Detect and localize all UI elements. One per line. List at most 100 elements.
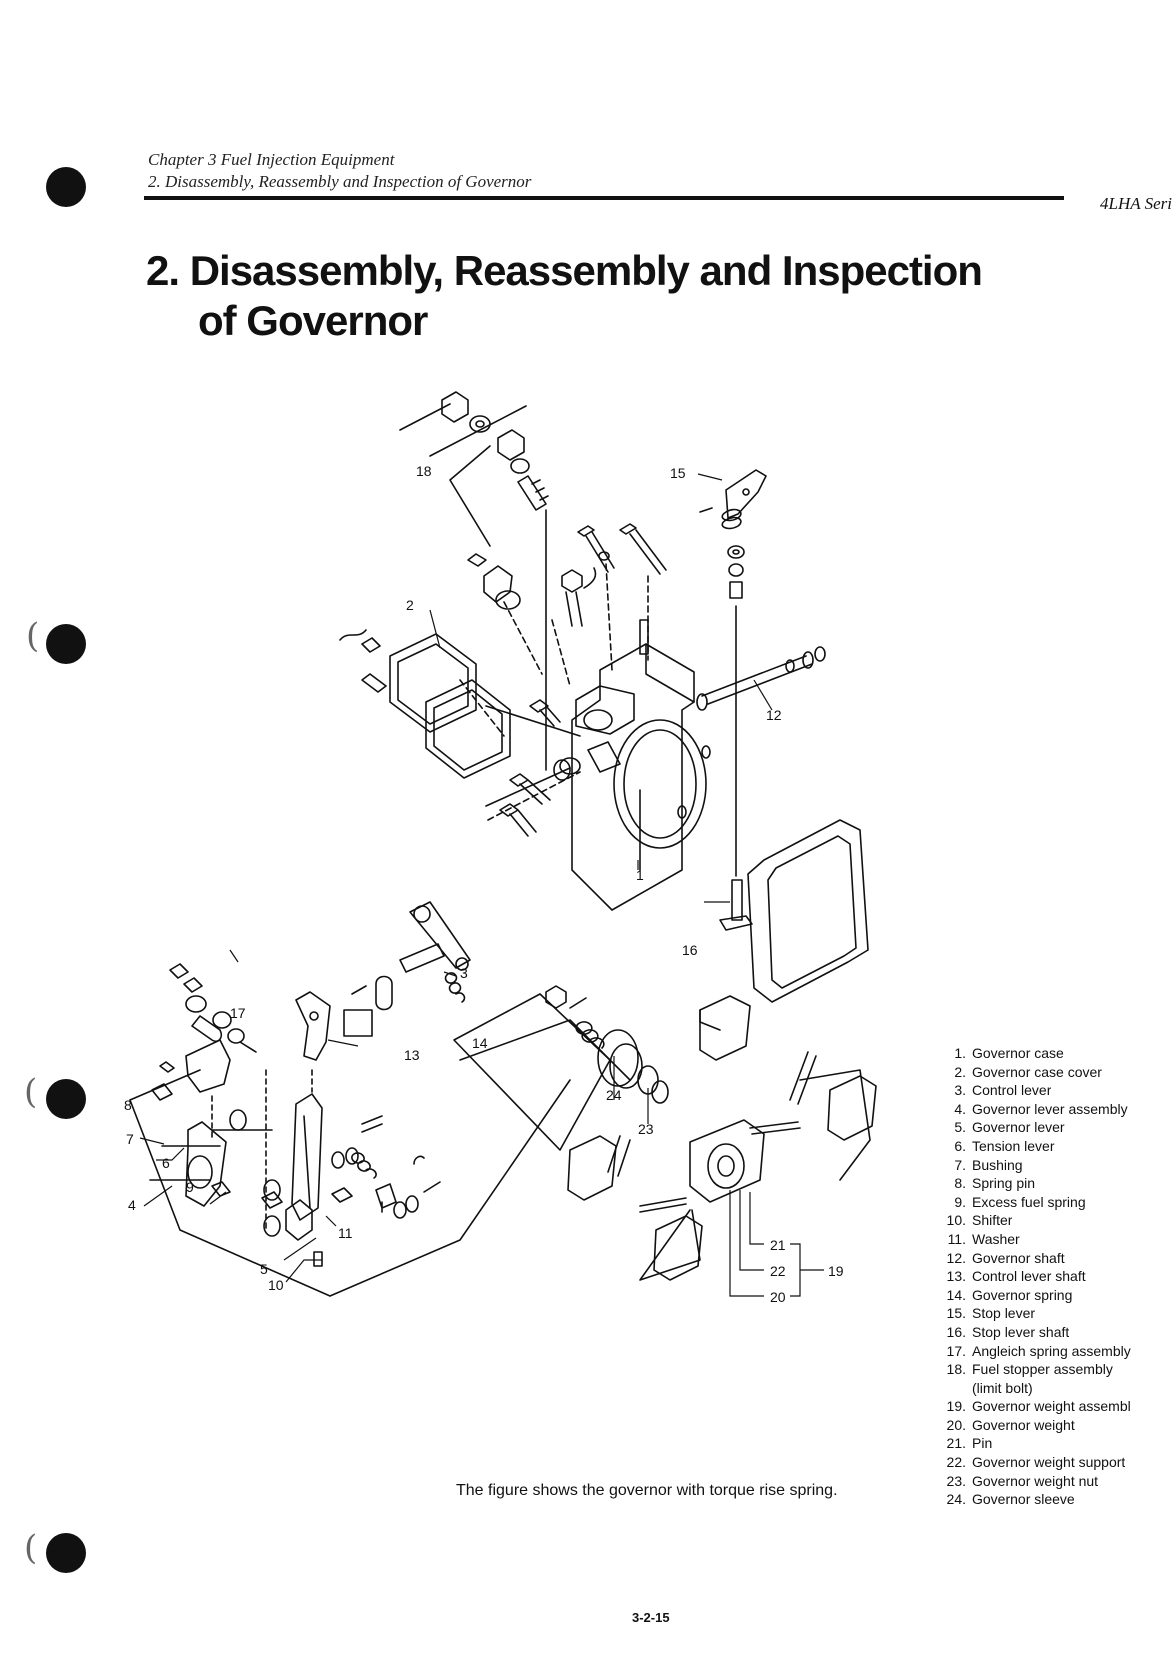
callout-10: 10 [268,1277,284,1293]
callout-20: 20 [770,1289,786,1305]
legend-text: Governor weight [972,1416,1075,1433]
legend-item: 22. Governor weight support [940,1453,1176,1472]
legend-number: 14. [946,1286,966,1303]
legend-text: Excess fuel spring [972,1193,1086,1210]
callout-12: 12 [766,707,782,723]
legend-text: Bushing [972,1156,1023,1173]
series-label: 4LHA Seri [1100,194,1172,213]
legend-text: (limit bolt) [972,1379,1033,1396]
callout-9: 9 [186,1179,194,1195]
legend-number: 7. [954,1156,966,1173]
legend-text: Shifter [972,1212,1013,1229]
punch-hole [46,624,86,664]
legend-number: 23. [946,1472,966,1489]
legend-text: Governor spring [972,1286,1073,1303]
legend-text: Governor case [972,1045,1064,1061]
legend-text: Governor weight assembl [972,1398,1131,1415]
callout-3: 3 [460,965,468,981]
legend-text: Spring pin [972,1175,1036,1192]
punch-hole-mark: ( [26,616,40,656]
legend-text: Tension lever [972,1137,1055,1154]
legend-number: 6. [954,1137,966,1154]
legend-number: 10. [946,1212,966,1229]
callout-6: 6 [162,1155,170,1171]
legend-item: 18.Fuel stopper assembly [940,1360,1176,1379]
callout-17: 17 [230,1005,246,1021]
legend-item: 11. Washer [940,1230,1176,1249]
parts-legend: 1. Governor case 2.Governor case cover 3.… [940,1044,1176,1509]
callout-5: 5 [260,1261,268,1277]
punch-hole [46,167,86,207]
legend-text: Governor sleeve [972,1491,1075,1508]
legend-number: 1. [954,1045,966,1061]
legend-number: 20. [946,1416,966,1433]
legend-item: 8. Spring pin [940,1174,1176,1193]
legend-item: 2.Governor case cover [940,1063,1176,1082]
legend-item: 15.Stop lever [940,1304,1176,1323]
callout-1: 1 [636,867,644,883]
legend-item: 10. Shifter [940,1211,1176,1230]
legend-item: 12. Governor shaft [940,1249,1176,1268]
callout-18: 18 [416,463,432,479]
legend-item: 21. Pin [940,1434,1176,1453]
legend-text: Control lever [972,1082,1052,1099]
legend-text: Governor weight support [972,1454,1126,1471]
legend-item: 9. Excess fuel spring [940,1193,1176,1212]
legend-text: Pin [972,1435,993,1452]
legend-number: 21. [946,1435,966,1452]
callout-21: 21 [770,1237,786,1253]
section-header: 2. Disassembly, Reassembly and Inspectio… [148,172,532,191]
callout-13: 13 [404,1047,420,1063]
legend-number: 12. [946,1249,966,1266]
chapter-header: Chapter 3 Fuel Injection Equipment [148,150,395,169]
legend-item: 6. Tension lever [940,1137,1176,1156]
callout-7: 7 [126,1131,134,1147]
punch-hole-mark: ( [24,1528,38,1568]
callout-16: 16 [682,942,698,958]
legend-item: 16.Stop lever shaft [940,1323,1176,1342]
legend-text: Governor lever [972,1119,1065,1136]
page-title: 2. Disassembly, Reassembly and Inspectio… [146,246,983,346]
legend-item: 19. Governor weight assembl [940,1397,1176,1416]
legend-text: Fuel stopper assembly [972,1361,1113,1378]
legend-number: 17. [946,1342,966,1359]
legend-text: Governor weight nut [972,1472,1099,1489]
legend-number: 24. [946,1491,966,1508]
legend-number: 8. [954,1175,966,1192]
legend-text: Stop lever [972,1305,1036,1322]
callout-24: 24 [606,1087,622,1103]
legend-number: 11. [947,1230,966,1247]
legend-item: 5. Governor lever [940,1118,1176,1137]
page-number: 3-2-15 [632,1610,670,1625]
callout-19: 19 [828,1263,844,1279]
punch-hole-mark: ( [24,1072,38,1112]
legend-text: Governor shaft [972,1249,1065,1266]
governor-weight-group-drawing [453,985,877,1281]
legend-number: 9. [954,1193,966,1210]
legend-item: 4.Governor lever assembly [940,1100,1176,1119]
legend-item: (limit bolt) [940,1379,1176,1398]
callout-22: 22 [770,1263,786,1279]
governor-lever-group-drawing [129,901,631,1297]
governor-case-drawing [559,643,711,911]
legend-item: 24. Governor sleeve [940,1490,1176,1509]
legend-item: 23. Governor weight nut [940,1472,1176,1491]
legend-item: 1. Governor case [940,1044,1176,1063]
callout-15: 15 [670,465,686,481]
header-rule [144,196,1064,200]
figure-caption: The figure shows the governor with torqu… [456,1482,838,1499]
legend-text: Control lever shaft [972,1268,1086,1285]
fuel-stopper-assembly-drawing [399,391,549,771]
callout-11: 11 [338,1225,353,1241]
legend-text: Governor case cover [972,1063,1102,1080]
legend-number: 3. [954,1082,966,1099]
callout-2: 2 [406,597,414,613]
legend-number: 19. [946,1398,966,1415]
legend-number: 16. [946,1323,966,1340]
legend-number: 5. [954,1119,966,1136]
legend-item: 13.Control lever shaft [940,1267,1176,1286]
legend-number: 22. [946,1454,966,1471]
legend-text: Washer [972,1230,1020,1247]
callout-4: 4 [128,1197,136,1213]
legend-item: 20. Governor weight [940,1416,1176,1435]
